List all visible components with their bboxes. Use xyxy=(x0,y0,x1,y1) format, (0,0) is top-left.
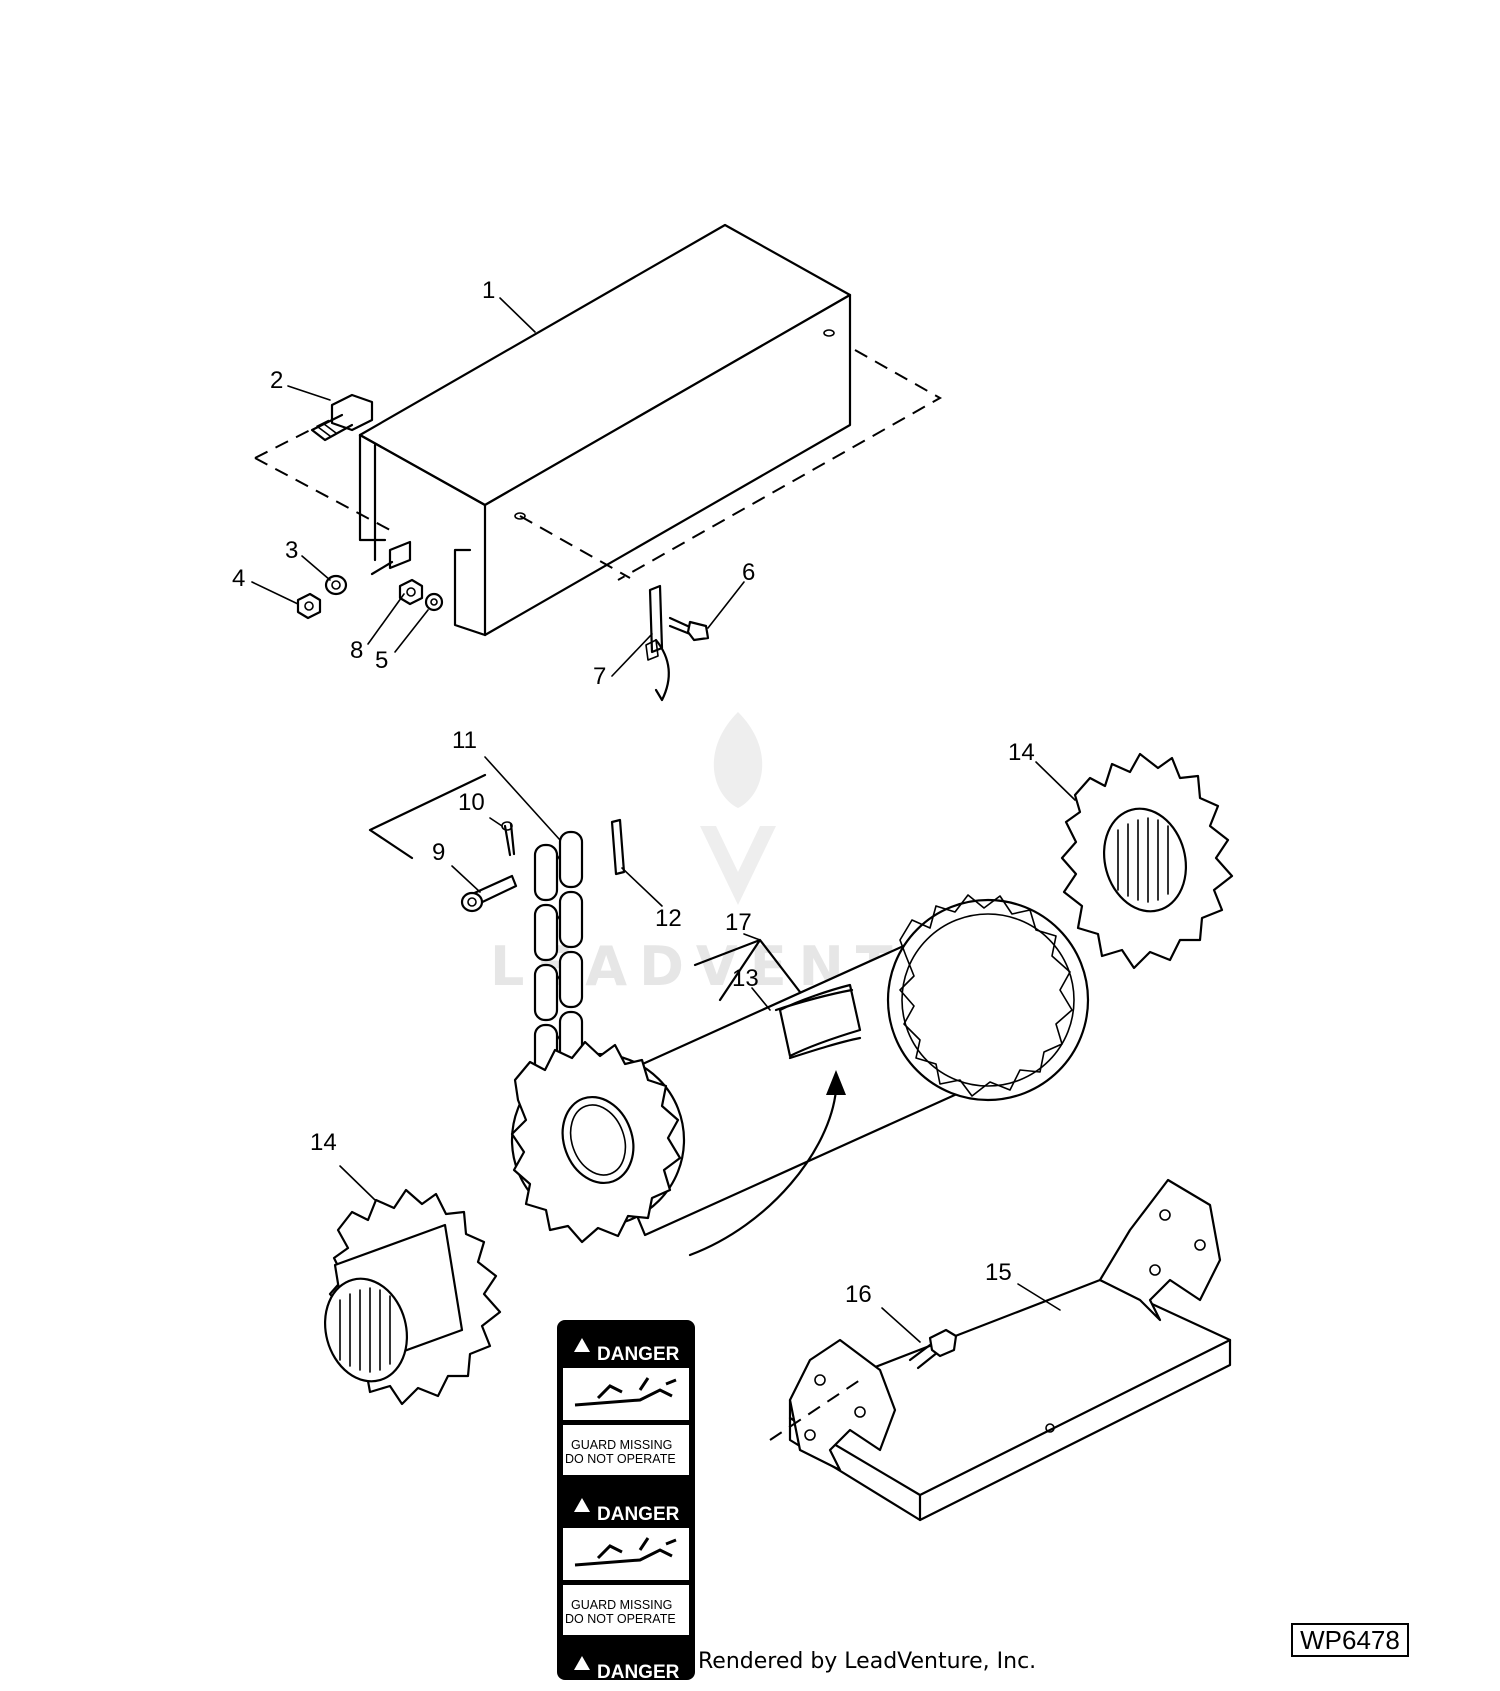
part-10-cotter-pin xyxy=(501,821,516,857)
callout-14b: 14 xyxy=(310,1129,337,1156)
decal-guard-line2-2: DO NOT OPERATE xyxy=(565,1612,676,1626)
callout-6: 6 xyxy=(742,559,755,586)
callout-11: 11 xyxy=(452,727,477,754)
watermark-v-icon xyxy=(700,826,776,905)
leader-lines xyxy=(251,297,1076,1343)
entanglement-hazard-icon xyxy=(574,1377,677,1407)
decal-guard-line1-1: GUARD MISSING xyxy=(571,1438,672,1452)
callout-2: 2 xyxy=(270,367,283,394)
credit-text: Rendered by LeadVenture, Inc. xyxy=(698,1649,1037,1674)
callout-4: 4 xyxy=(232,565,245,592)
part-9-pin xyxy=(460,874,518,913)
part-14-sprocket-lower xyxy=(323,1188,502,1406)
callout-9: 9 xyxy=(432,839,445,866)
part-1-guard xyxy=(358,223,852,637)
warning-triangle-icon xyxy=(574,1498,590,1512)
decal-danger-3: DANGER xyxy=(597,1662,680,1683)
callout-12: 12 xyxy=(655,905,682,932)
part-7-latch xyxy=(645,584,670,702)
callouts: 1 2 3 4 5 6 7 8 9 10 11 12 13 14 14 15 1… xyxy=(232,277,1035,1308)
part-4-nut xyxy=(296,592,322,620)
part-6-bolt xyxy=(668,616,710,642)
callout-14a: 14 xyxy=(1008,739,1035,766)
part-2-bolt xyxy=(310,393,374,442)
callout-5: 5 xyxy=(375,647,388,674)
callout-1: 1 xyxy=(482,277,495,304)
callout-7: 7 xyxy=(593,663,606,690)
callout-15: 15 xyxy=(985,1259,1012,1286)
clip xyxy=(388,540,412,570)
decal-danger-1: DANGER xyxy=(597,1344,680,1365)
callout-8: 8 xyxy=(350,637,363,664)
decal-danger-2: DANGER xyxy=(597,1504,680,1525)
callout-3: 3 xyxy=(285,537,298,564)
part-3-washer xyxy=(324,574,348,596)
part-16-bolt xyxy=(908,1328,958,1370)
part-14-sprocket-upper xyxy=(1060,752,1234,970)
right-sprocket-teeth xyxy=(899,894,1073,1097)
figure-id-box: WP6478 xyxy=(1291,1623,1409,1657)
part-13-decal-location xyxy=(688,988,862,1257)
callout-10: 10 xyxy=(458,789,485,816)
part-12-key xyxy=(610,818,626,876)
safety-decal: DANGER GUARD MISSING DO NOT OPERATE DANG… xyxy=(557,1320,695,1683)
callout-16: 16 xyxy=(845,1281,872,1308)
decal-guard-line1-2: GUARD MISSING xyxy=(571,1598,672,1612)
warning-triangle-icon xyxy=(574,1338,590,1352)
part-11-chain xyxy=(368,773,584,1079)
callout-17: 17 xyxy=(725,909,752,936)
part-15-bracket xyxy=(769,1178,1232,1522)
entanglement-hazard-icon xyxy=(574,1537,677,1567)
watermark-flame-icon xyxy=(713,712,763,808)
decal-guard-line2-1: DO NOT OPERATE xyxy=(565,1452,676,1466)
assembly-line-left xyxy=(254,457,391,531)
part-8-nut xyxy=(398,578,424,606)
part-5-washer xyxy=(424,592,444,612)
warning-triangle-icon xyxy=(574,1656,590,1670)
callout-13: 13 xyxy=(732,965,759,992)
